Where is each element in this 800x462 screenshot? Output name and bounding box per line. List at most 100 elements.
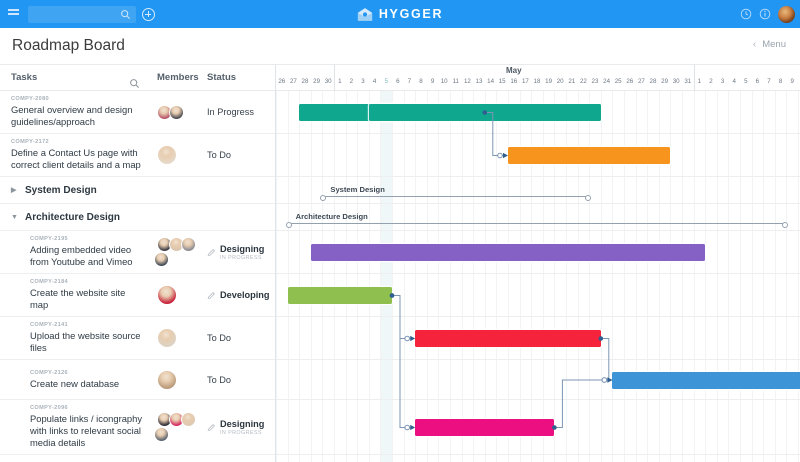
summary-label: System Design [330,185,385,194]
menu-toggle-label: Menu [762,39,786,50]
status-badge: To Do [207,333,231,343]
add-button[interactable] [136,0,160,28]
hamburger-icon[interactable] [0,0,26,28]
day-gridline [438,91,440,462]
members-cell[interactable] [152,145,200,165]
avatar[interactable] [181,412,196,427]
day-gridline [635,91,637,462]
status-cell[interactable]: Developing [200,290,275,300]
day-gridline [403,91,405,462]
members-cell[interactable] [152,328,200,348]
pencil-icon[interactable] [207,291,216,300]
add-task-button[interactable]: Add Task [0,455,275,462]
avatar-group[interactable] [157,328,197,348]
month-label: May [506,66,522,75]
status-cell[interactable]: To Do [200,150,275,160]
day-tick: 23 [591,78,599,85]
day-gridline [484,91,486,462]
search-input[interactable] [28,6,118,22]
task-title: Create the website site map [30,287,126,310]
members-cell[interactable] [152,104,200,120]
avatar-group[interactable] [154,412,197,442]
status-badge: In Progress [207,107,254,117]
gantt-bar[interactable] [508,147,671,164]
day-tick: 4 [372,78,377,85]
avatar[interactable] [181,237,196,252]
members-cell[interactable] [152,237,200,267]
avatar[interactable] [169,104,184,120]
status-cell[interactable]: To Do [200,375,275,385]
status-cell[interactable]: To Do [200,333,275,343]
day-tick: 26 [278,78,286,85]
search-icon[interactable] [129,78,140,89]
day-tick: 6 [396,78,400,85]
avatar[interactable] [157,145,177,165]
chevron-down-icon[interactable]: ▼ [11,213,18,221]
day-gridline [531,91,533,462]
avatar[interactable] [157,285,177,305]
dependency-end-dot [404,424,410,431]
avatar[interactable] [154,252,169,267]
row-gridline [276,176,800,177]
avatar[interactable] [154,427,169,442]
user-avatar[interactable] [778,5,795,23]
summary-bar[interactable] [320,194,591,201]
task-group-row[interactable]: ▶System Design [0,177,275,204]
day-gridline [310,91,312,462]
gantt-bar[interactable] [368,104,601,121]
summary-bar[interactable] [285,221,789,228]
gantt-bar[interactable] [310,244,706,261]
day-gridline [693,91,695,462]
day-gridline [368,91,370,462]
avatar-group[interactable] [157,104,197,120]
day-tick: 29 [313,78,321,85]
task-group-row[interactable]: ▼Architecture Design [0,204,275,231]
info-icon[interactable] [759,8,771,20]
avatar[interactable] [157,328,177,348]
pencil-icon[interactable] [207,423,216,432]
menu-toggle-button[interactable]: ‹ Menu [753,39,786,50]
day-gridline [426,91,428,462]
status-sublabel: IN PROGRESS [220,429,262,436]
chevron-right-icon[interactable]: ▶ [11,187,17,194]
group-label[interactable]: ▶System Design [0,185,97,196]
plus-circle-icon [141,7,155,21]
global-search[interactable] [28,5,136,23]
gantt-bar[interactable] [415,419,555,436]
group-label[interactable]: ▼Architecture Design [0,212,120,223]
gantt-bar[interactable] [612,371,800,389]
day-tick: 4 [732,78,736,85]
avatar-group[interactable] [157,369,197,390]
members-cell[interactable] [152,412,200,442]
gantt-bar[interactable] [287,287,392,304]
avatar[interactable] [157,369,177,390]
pencil-icon[interactable] [207,248,216,257]
day-gridline [276,91,277,462]
avatar-group[interactable] [157,285,197,305]
row-gridline [276,316,800,317]
members-cell[interactable] [152,369,200,390]
avatar-group[interactable] [157,145,197,165]
avatar-group[interactable] [154,237,197,267]
clock-icon[interactable] [740,8,752,20]
members-cell[interactable] [152,285,200,305]
gantt-bar[interactable] [415,330,601,347]
status-label: To Do [207,333,231,343]
status-cell[interactable]: In Progress [200,107,275,117]
